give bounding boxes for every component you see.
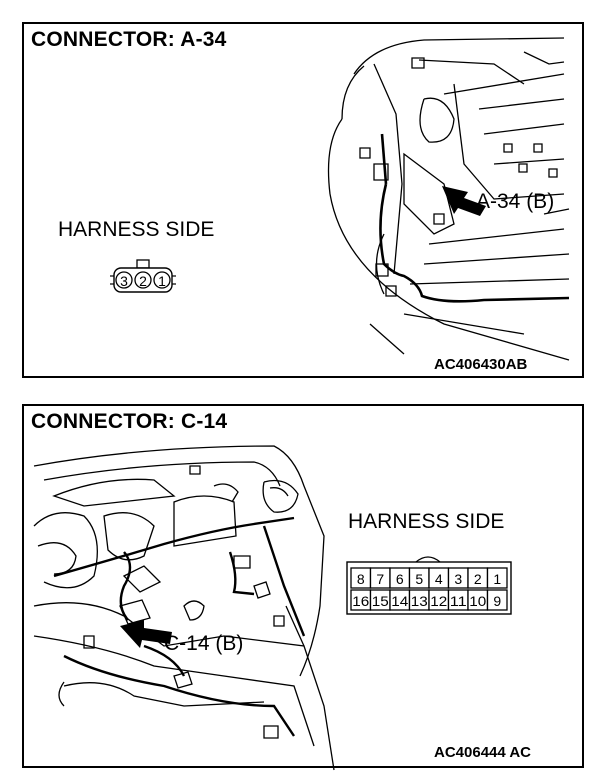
figure-code: AC406430AB (434, 356, 528, 373)
connector-callout: A-34 (B) (476, 190, 555, 213)
pin-circle (153, 271, 171, 289)
figure-code: AC406444 AC (434, 744, 531, 761)
pin-label: 9 (493, 593, 501, 609)
pin-label: 4 (435, 571, 443, 587)
pin-label: 3 (120, 273, 128, 289)
harness-side-label: HARNESS SIDE (348, 510, 505, 533)
pin-label: 6 (396, 571, 404, 587)
pin-circle (115, 271, 133, 289)
pin-label: 2 (474, 571, 482, 587)
dashboard-illustration (33, 445, 335, 771)
pin-label: 13 (411, 593, 428, 609)
connector-a34-face: 3 2 1 (110, 259, 176, 293)
harness-side-label: HARNESS SIDE (58, 218, 215, 241)
engine-bay-illustration (327, 37, 570, 361)
connector-callout: C-14 (B) (164, 632, 244, 655)
panel-title: CONNECTOR: A-34 (31, 28, 227, 51)
pin-label: 1 (158, 273, 166, 289)
pin-label: 8 (357, 571, 365, 587)
pin-cell (486, 567, 508, 589)
pin-label: 16 (352, 593, 369, 609)
connector-a34-panel: CONNECTOR: A-34 HARNESS SIDE 3 2 1 (22, 22, 584, 378)
pin-label: 3 (454, 571, 462, 587)
pin-label: 15 (372, 593, 389, 609)
pin-cell (486, 589, 508, 611)
pin-label: 12 (430, 593, 447, 609)
pin-label: 5 (415, 571, 423, 587)
pin-label: 11 (450, 593, 467, 609)
pin-label: 2 (139, 273, 147, 289)
pin-label: 14 (391, 593, 408, 609)
pin-label: 1 (493, 571, 501, 587)
pin-label: 7 (376, 571, 384, 587)
pin-circle (134, 271, 152, 289)
pin-label: 10 (469, 593, 486, 609)
panel-title: CONNECTOR: C-14 (31, 410, 228, 433)
